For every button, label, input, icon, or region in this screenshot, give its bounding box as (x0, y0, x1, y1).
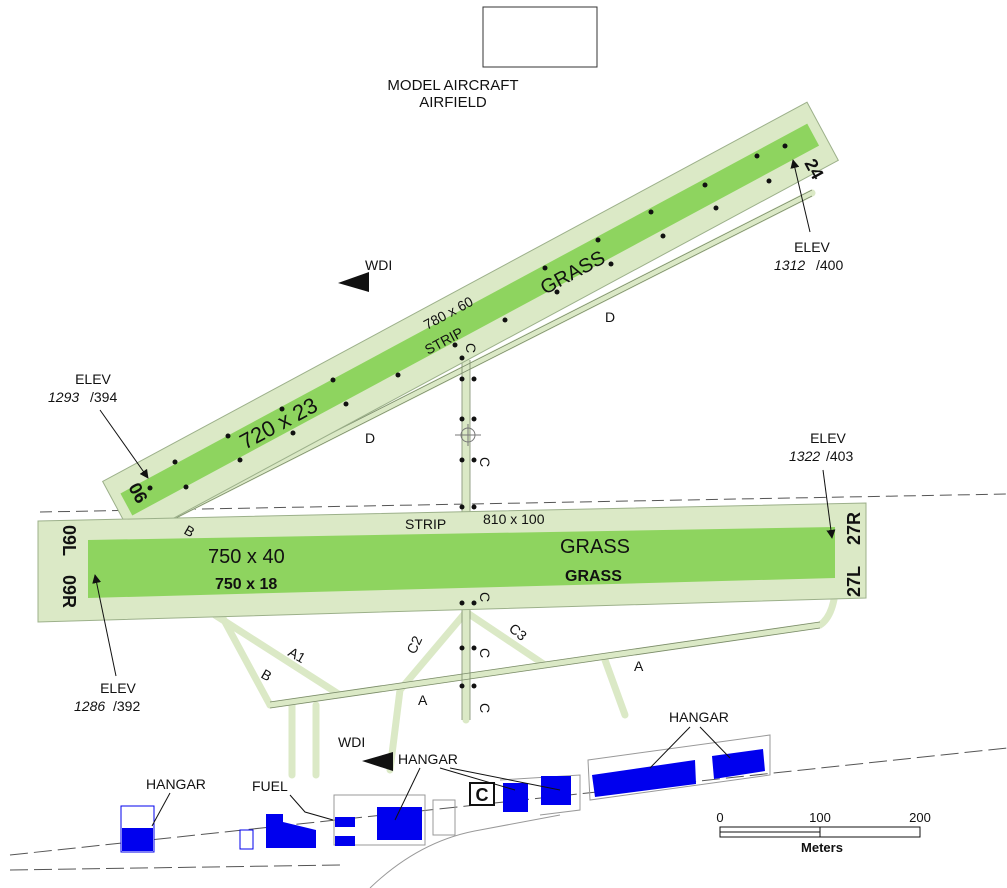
hangar-label-east: HANGAR (669, 709, 729, 725)
taxiway-C-label-4: C (477, 648, 493, 658)
hangar-east-3 (712, 749, 765, 779)
buildings (120, 749, 765, 853)
wdi-south: WDI (338, 734, 393, 771)
fuel-station-1 (335, 817, 355, 827)
rwy-end-27R: 27R (844, 512, 864, 545)
crosshair-marker-icon (455, 424, 481, 446)
fuel-leader (289, 794, 334, 821)
svg-text:/392: /392 (113, 698, 140, 714)
runway-09-27-surface (88, 527, 835, 598)
svg-text:ELEV: ELEV (75, 371, 111, 387)
rwy0927-right-dims: 750 x 18 (215, 576, 277, 593)
building-terminal (266, 814, 316, 848)
taxiway-C-label-1: C (463, 343, 479, 353)
scale-unit: Meters (801, 840, 843, 855)
wdi-north: WDI (338, 257, 392, 292)
hangar-label-central: HANGAR (398, 751, 458, 767)
svg-text:/403: /403 (826, 448, 853, 464)
taxiway-C-label-5: C (477, 703, 493, 713)
elevation-27: ELEV 1322 /403 (789, 430, 853, 539)
taxiway-C-label-2: C (477, 457, 493, 467)
svg-text:WDI: WDI (365, 257, 392, 273)
svg-text:1312: 1312 (774, 257, 805, 273)
svg-text:1322: 1322 (789, 448, 820, 464)
svg-text:/394: /394 (90, 389, 117, 405)
taxiway-lights (459, 376, 477, 689)
rwy0927-strip-dims: 810 x 100 (483, 511, 545, 527)
taxiway-C2-label: C2 (403, 633, 425, 656)
fuel-station-2 (335, 836, 355, 846)
model-aircraft-line2: AIRFIELD (419, 94, 487, 111)
svg-text:ELEV: ELEV (100, 680, 136, 696)
runway-06-24-group (101, 101, 839, 541)
rwy-end-09R: 09R (59, 575, 79, 608)
hangar-central (377, 807, 422, 840)
scale-tick-200: 200 (909, 810, 931, 825)
taxiway-A1-label: A1 (286, 644, 309, 667)
rwy0927-strip-label: STRIP (405, 516, 446, 532)
fuel-label: FUEL (252, 778, 288, 794)
svg-text:WDI: WDI (338, 734, 365, 750)
taxiway-D-label-2: D (365, 430, 375, 446)
runway-06-24-surface (120, 123, 820, 516)
scale-tick-0: 0 (716, 810, 723, 825)
wdi-north-icon (338, 272, 369, 292)
model-aircraft-line1: MODEL AIRCRAFT (387, 77, 518, 94)
model-aircraft-area (482, 6, 598, 68)
rwy0927-left-surface: GRASS (560, 536, 630, 558)
runway-lights (147, 143, 788, 491)
rwy-end-09L: 09L (59, 525, 79, 556)
hangar-central-leaders (394, 767, 561, 821)
svg-text:1293: 1293 (48, 389, 79, 405)
elevation-24: ELEV 1312 /400 (774, 159, 843, 273)
wdi-south-icon (362, 752, 393, 771)
small-building-1 (239, 829, 254, 850)
taxiway-A-label-1: A (418, 692, 428, 708)
control-tower-sign (469, 782, 495, 806)
svg-text:ELEV: ELEV (810, 430, 846, 446)
hangar-west-leader (151, 792, 171, 827)
elevation-09: ELEV 1286 /392 (74, 574, 140, 714)
hangar-east-leaders (649, 726, 731, 769)
rwy0927-left-dims: 750 x 40 (208, 546, 285, 568)
scale-tick-100: 100 (809, 810, 831, 825)
scale-bar: 0 100 200 Meters (716, 810, 930, 855)
rwy-end-27L: 27L (844, 566, 864, 597)
taxiway-D-label-1: D (605, 309, 615, 325)
boundary-line-bottom-2 (9, 864, 341, 871)
svg-text:1286: 1286 (74, 698, 105, 714)
rwy0927-right-surface: GRASS (565, 568, 622, 585)
control-tower-letter: C (476, 785, 489, 805)
apron-outlines (333, 734, 771, 888)
svg-text:ELEV: ELEV (794, 239, 830, 255)
taxiway-A-label-2: A (634, 658, 644, 674)
hangar-west-fill (122, 828, 153, 851)
taxiway-C-label-3: C (477, 592, 493, 602)
svg-text:/400: /400 (816, 257, 843, 273)
hangar-east-1 (541, 776, 571, 805)
hangar-label-west: HANGAR (146, 776, 206, 792)
hangar-east-2 (592, 760, 696, 797)
elevation-06: ELEV 1293 /394 (48, 371, 149, 479)
